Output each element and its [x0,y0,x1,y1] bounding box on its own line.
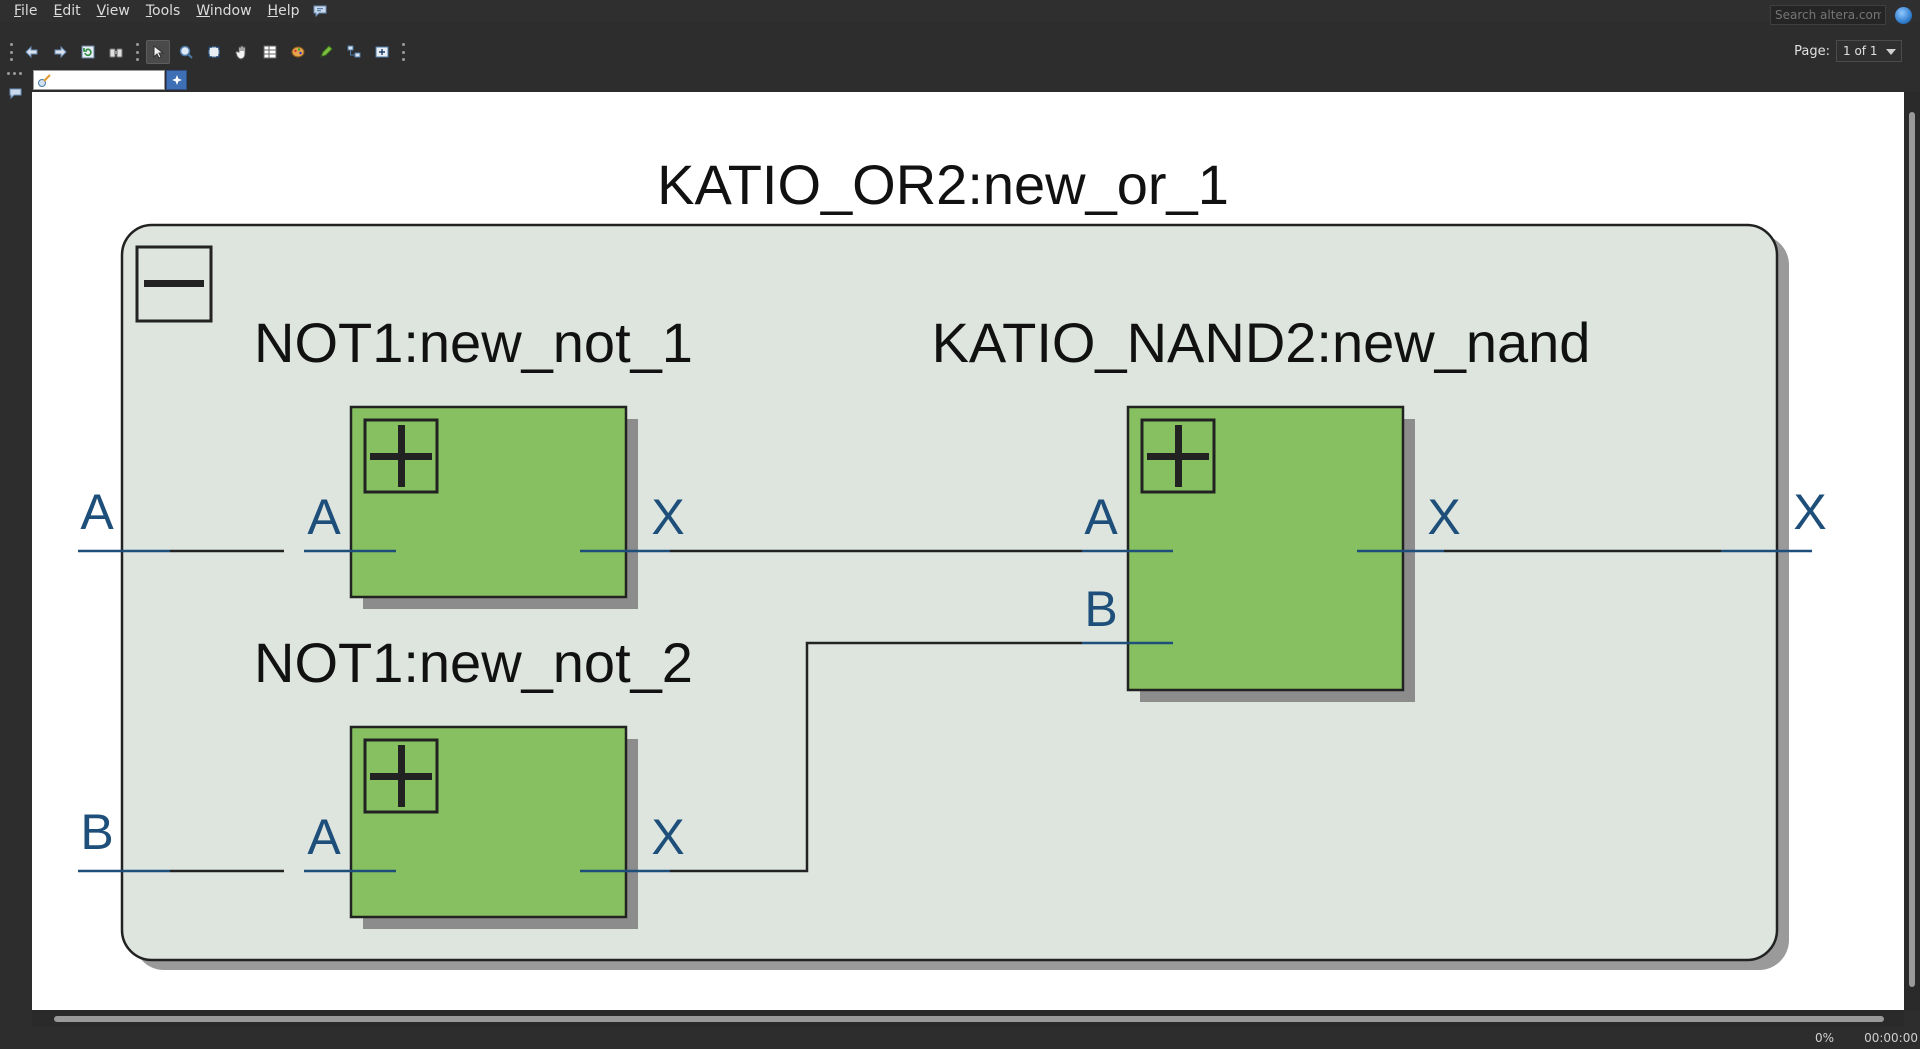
port-label: B [1084,581,1117,637]
hierarchy-up-icon[interactable] [342,40,366,64]
instance-label-nand: KATIO_NAND2:new_nand [932,311,1591,374]
color-palette-icon[interactable] [286,40,310,64]
page-label: Page: [1794,44,1830,59]
menu-help[interactable]: Help [267,3,300,19]
progress-text: 0% [1814,1031,1834,1045]
find-input[interactable] [56,72,162,88]
zoom-tool-icon[interactable] [174,40,198,64]
port-label: X [651,489,684,545]
menu-file[interactable]: File [14,3,38,19]
expand-icon[interactable] [363,738,439,814]
page-select[interactable]: 1 of 1 [1836,40,1902,62]
find-pencil-icon [37,73,52,92]
schematic-svg: KATIO_OR2:new_or_1 NOT1:new_not_1 [78,153,1827,970]
port-label: X [651,809,684,865]
toolbar-end-grip-icon[interactable] [400,43,406,61]
pen-tool-icon[interactable] [314,40,338,64]
find-bar [33,70,165,90]
find-next-button[interactable] [166,70,187,90]
selection-tool-icon[interactable] [146,40,170,64]
netlist-table-icon[interactable] [258,40,282,64]
toolbar-separator-icon [134,43,140,61]
forward-icon[interactable] [48,40,72,64]
search-altera-input[interactable] [1770,5,1886,25]
wires [170,549,1721,873]
expand-icon[interactable] [363,418,439,494]
menu-bar: File Edit View Tools Window Help [0,0,1920,22]
collapse-icon[interactable] [135,245,213,323]
vertical-scrollbar[interactable] [1904,92,1920,1010]
elapsed-time: 00:00:00 [1864,1031,1918,1045]
horizontal-scrollbar[interactable] [32,1010,1904,1027]
top-port-label: A [80,484,114,540]
wire-not2-to-nand [670,641,1082,873]
fit-window-icon[interactable] [202,40,226,64]
instance-label-not2: NOT1:new_not_2 [254,631,693,694]
page-select-value: 1 of 1 [1843,44,1878,58]
comment-icon[interactable] [9,84,22,103]
toolbar-grip-icon[interactable] [8,43,14,61]
find-arrow-icon [171,75,182,85]
menu-edit[interactable]: Edit [53,3,81,19]
refresh-icon[interactable] [76,40,100,64]
toolbar [0,38,1920,66]
export-icon[interactable] [370,40,394,64]
chat-bubble-icon[interactable] [311,4,329,18]
port-label: A [307,809,341,865]
top-instance-title: KATIO_OR2:new_or_1 [657,153,1229,216]
hand-tool-icon[interactable] [230,40,254,64]
panel-grip-icon[interactable] [7,72,22,75]
expand-icon[interactable] [1140,418,1216,494]
top-port-stubs [78,549,1812,873]
vertical-scroll-thumb[interactable] [1909,112,1915,987]
menu-tools[interactable]: Tools [145,3,181,19]
instance-label-not1: NOT1:new_not_1 [254,311,693,374]
menu-view[interactable]: View [96,3,130,19]
port-label: X [1427,489,1460,545]
top-port-label: X [1793,484,1826,540]
top-port-label: B [80,804,113,860]
status-bar: 0% 00:00:00 [0,1027,1920,1049]
nand-port-stubs [1082,549,1444,645]
chevron-down-icon [1886,49,1896,55]
left-strip [0,66,30,1026]
menu-window[interactable]: Window [196,3,252,19]
horizontal-scroll-thumb[interactable] [54,1016,1884,1022]
globe-icon[interactable] [1895,7,1912,24]
port-label: A [307,489,341,545]
schematic-canvas[interactable]: KATIO_OR2:new_or_1 NOT1:new_not_1 [32,92,1904,1010]
binoculars-icon[interactable] [104,40,128,64]
port-label: A [1084,489,1118,545]
back-icon[interactable] [20,40,44,64]
